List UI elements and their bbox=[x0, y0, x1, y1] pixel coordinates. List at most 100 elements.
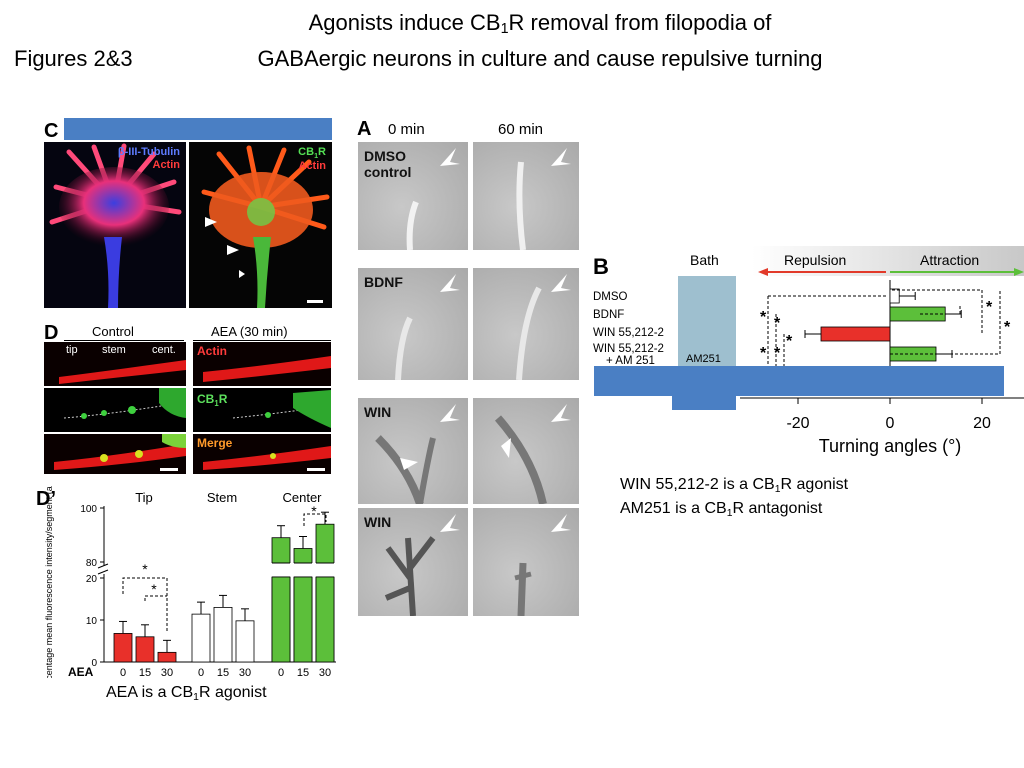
dprime-xtick-label: 30 bbox=[239, 667, 251, 678]
panel-a-control-label: control bbox=[364, 164, 412, 180]
b-xtick-label: 20 bbox=[973, 415, 991, 432]
dprime-ytick-label: 100 bbox=[80, 504, 97, 515]
dprime-bar-lower bbox=[293, 576, 313, 663]
panel-d-aea-merge: Merge bbox=[193, 434, 331, 474]
panel-a-row-label-2: BDNF bbox=[364, 274, 403, 290]
panel-d-control-merge bbox=[44, 434, 186, 474]
panel-a-letter: A bbox=[357, 118, 372, 140]
b-sig-star: * bbox=[786, 333, 793, 350]
dprime-bar-break bbox=[271, 563, 291, 577]
b-row-label: WIN 55,212-2 bbox=[593, 343, 664, 355]
dprime-bar-lower bbox=[271, 576, 291, 663]
panel-b-attraction: Attraction bbox=[920, 252, 980, 268]
b-sig-star: * bbox=[774, 345, 781, 362]
aea-note: AEA is a CB1R agonist bbox=[106, 684, 267, 703]
b-am251-label: AM251 bbox=[686, 353, 721, 365]
dprime-sig-star: * bbox=[151, 581, 157, 597]
dprime-xtick-label: 0 bbox=[278, 667, 284, 678]
dprime-ytick-label: 0 bbox=[91, 658, 97, 669]
panel-a-row-label-3: WIN bbox=[364, 404, 392, 420]
dprime-bar-break bbox=[315, 563, 335, 577]
panel-d-row-actin: Actin bbox=[197, 344, 227, 358]
panel-a-image-r1-c2 bbox=[473, 142, 579, 250]
panel-b-repulsion: Repulsion bbox=[784, 252, 847, 268]
panel-d-col-aea: AEA (30 min) bbox=[211, 324, 288, 339]
panel-c-label-cb1r: CB1R bbox=[298, 146, 326, 160]
dprime-bar bbox=[191, 613, 211, 663]
slide-title: Agonists induce CB1R removal from filopo… bbox=[257, 10, 823, 71]
dprime-xtick-label: 0 bbox=[198, 667, 204, 678]
panel-a-row-label-1: DMSO bbox=[364, 148, 406, 164]
dprime-bar bbox=[113, 633, 133, 663]
b-sig-star: * bbox=[760, 345, 767, 362]
figures-label: Figures 2&3 bbox=[14, 46, 133, 71]
b-row-label: + AM 251 bbox=[606, 355, 655, 367]
panel-a-row-label-4: WIN bbox=[364, 514, 392, 530]
dprime-sig-bracket bbox=[144, 595, 167, 601]
dprime-break-mark bbox=[97, 563, 109, 569]
dprime-bar bbox=[213, 607, 233, 663]
panel-a-image-r4-c1 bbox=[358, 508, 468, 616]
dprime-ytick-label: 80 bbox=[86, 558, 98, 569]
panel-d-row-merge: Merge bbox=[197, 436, 233, 450]
dprime-bar bbox=[157, 651, 177, 663]
dprime-xtick-label: 30 bbox=[319, 667, 331, 678]
panel-c-letter: C bbox=[44, 120, 59, 142]
dprime-sig-star: * bbox=[142, 561, 148, 577]
panel-d-row-cb1r: CB1R bbox=[197, 392, 228, 408]
panel-a-image-r1-c1 bbox=[358, 142, 468, 250]
dprime-sig-bracket bbox=[122, 577, 168, 631]
panel-c-left-neuron bbox=[49, 143, 182, 308]
dprime-bar bbox=[135, 636, 155, 663]
dprime-group-label: Tip bbox=[135, 490, 153, 505]
b-sig-bracket bbox=[920, 304, 961, 315]
dprime-ytick-label: 10 bbox=[86, 616, 98, 627]
panel-d-letter: D bbox=[44, 322, 59, 344]
panel-a-image-r3-c1 bbox=[358, 398, 468, 504]
dprime-bar bbox=[235, 620, 255, 663]
repulsion-arrowhead bbox=[758, 268, 768, 276]
panel-b-blue-bar-tab bbox=[672, 392, 736, 410]
dprime-sig-star: * bbox=[311, 503, 317, 519]
dprime-xgroup-label: AEA bbox=[68, 665, 94, 678]
b-sig-star: * bbox=[1004, 319, 1011, 336]
b-sig-bracket bbox=[767, 295, 886, 366]
panel-c-right-image: CB1R Actin bbox=[189, 142, 332, 308]
dprime-bar-lower bbox=[315, 576, 335, 663]
panel-a-image-r3-c2 bbox=[473, 398, 579, 504]
panel-d-col-control: Control bbox=[92, 324, 134, 339]
panel-dprime-letter: D’ bbox=[36, 488, 56, 510]
dprime-ytick-label: 20 bbox=[86, 574, 98, 585]
panel-c-label-tubulin: β-III-Tubulin bbox=[117, 146, 180, 158]
panel-d-control-actin: tip stem cent. bbox=[44, 342, 186, 386]
b-row-label: WIN 55,212-2 bbox=[593, 327, 664, 339]
b-sig-star: * bbox=[986, 299, 993, 316]
panel-c-blue-bar bbox=[64, 118, 332, 140]
b-sig-bracket bbox=[890, 290, 1001, 355]
panel-c-label-actin-right: Actin bbox=[298, 160, 327, 172]
panel-a-image-r2-c1 bbox=[358, 268, 468, 380]
dprime-xtick-label: 0 bbox=[120, 667, 126, 678]
panel-d-tip-label: tip bbox=[66, 344, 78, 356]
panel-c-label-actin: Actin bbox=[152, 159, 181, 171]
dprime-xtick-label: 30 bbox=[161, 667, 173, 678]
dprime-break-mark bbox=[97, 569, 109, 575]
dprime-xtick-label: 15 bbox=[297, 667, 309, 678]
panel-d-control-cb1r bbox=[44, 388, 187, 432]
panel-d-aea-actin: Actin bbox=[193, 342, 331, 386]
panel-a-image-r2-c2 bbox=[473, 268, 579, 380]
panel-c-right-neuron bbox=[201, 145, 330, 308]
b-sig-star: * bbox=[760, 309, 767, 326]
am251-note: AM251 is a CB1R antagonist bbox=[620, 500, 823, 519]
dprime-bar-break bbox=[293, 563, 313, 577]
b-xlabel: Turning angles (°) bbox=[819, 436, 962, 456]
b-row-label: DMSO bbox=[593, 291, 628, 303]
attraction-arrowhead bbox=[1014, 268, 1024, 276]
b-xtick-label: 0 bbox=[886, 415, 895, 432]
b-xtick-label: -20 bbox=[786, 415, 809, 432]
panel-d-aea-cb1r: CB1R bbox=[193, 388, 332, 432]
dprime-sig-bracket bbox=[303, 513, 327, 526]
b-sig-star: * bbox=[774, 315, 781, 332]
